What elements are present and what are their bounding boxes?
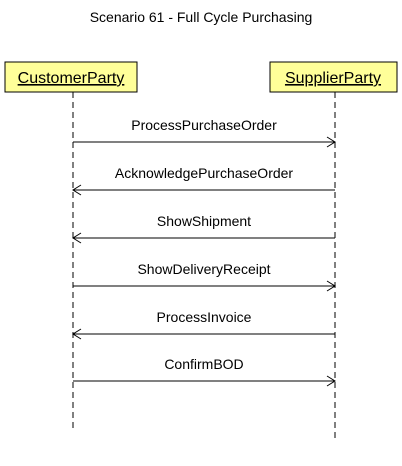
message-arrowhead — [326, 280, 336, 292]
participant-supplier-box — [269, 61, 398, 93]
message-arrowhead — [72, 184, 82, 196]
message-label: AcknowledgePurchaseOrder — [115, 165, 294, 181]
participant-customer-box — [4, 61, 138, 93]
participant-customer-label: CustomerParty — [18, 70, 125, 87]
message-arrowhead — [72, 232, 82, 244]
message-label: ProcessInvoice — [157, 309, 252, 325]
messages: ProcessPurchaseOrderAcknowledgePurchaseO… — [72, 117, 336, 387]
message-3: ShowShipment — [72, 213, 335, 244]
diagram-title: Scenario 61 - Full Cycle Purchasing — [90, 9, 313, 25]
message-2: AcknowledgePurchaseOrder — [72, 165, 335, 196]
message-arrowhead — [326, 375, 336, 387]
message-label: ShowDeliveryReceipt — [137, 261, 270, 277]
message-4: ShowDeliveryReceipt — [73, 261, 336, 292]
message-arrowhead — [326, 136, 336, 148]
participant-supplier-label: SupplierParty — [285, 70, 381, 87]
message-label: ConfirmBOD — [164, 356, 243, 372]
message-6: ConfirmBOD — [73, 356, 336, 387]
participant-supplier: SupplierParty — [269, 61, 398, 93]
participant-customer: CustomerParty — [4, 61, 138, 93]
message-1: ProcessPurchaseOrder — [73, 117, 336, 148]
message-5: ProcessInvoice — [72, 309, 335, 340]
message-arrowhead — [72, 328, 82, 340]
message-label: ShowShipment — [157, 213, 251, 229]
message-label: ProcessPurchaseOrder — [131, 117, 277, 133]
